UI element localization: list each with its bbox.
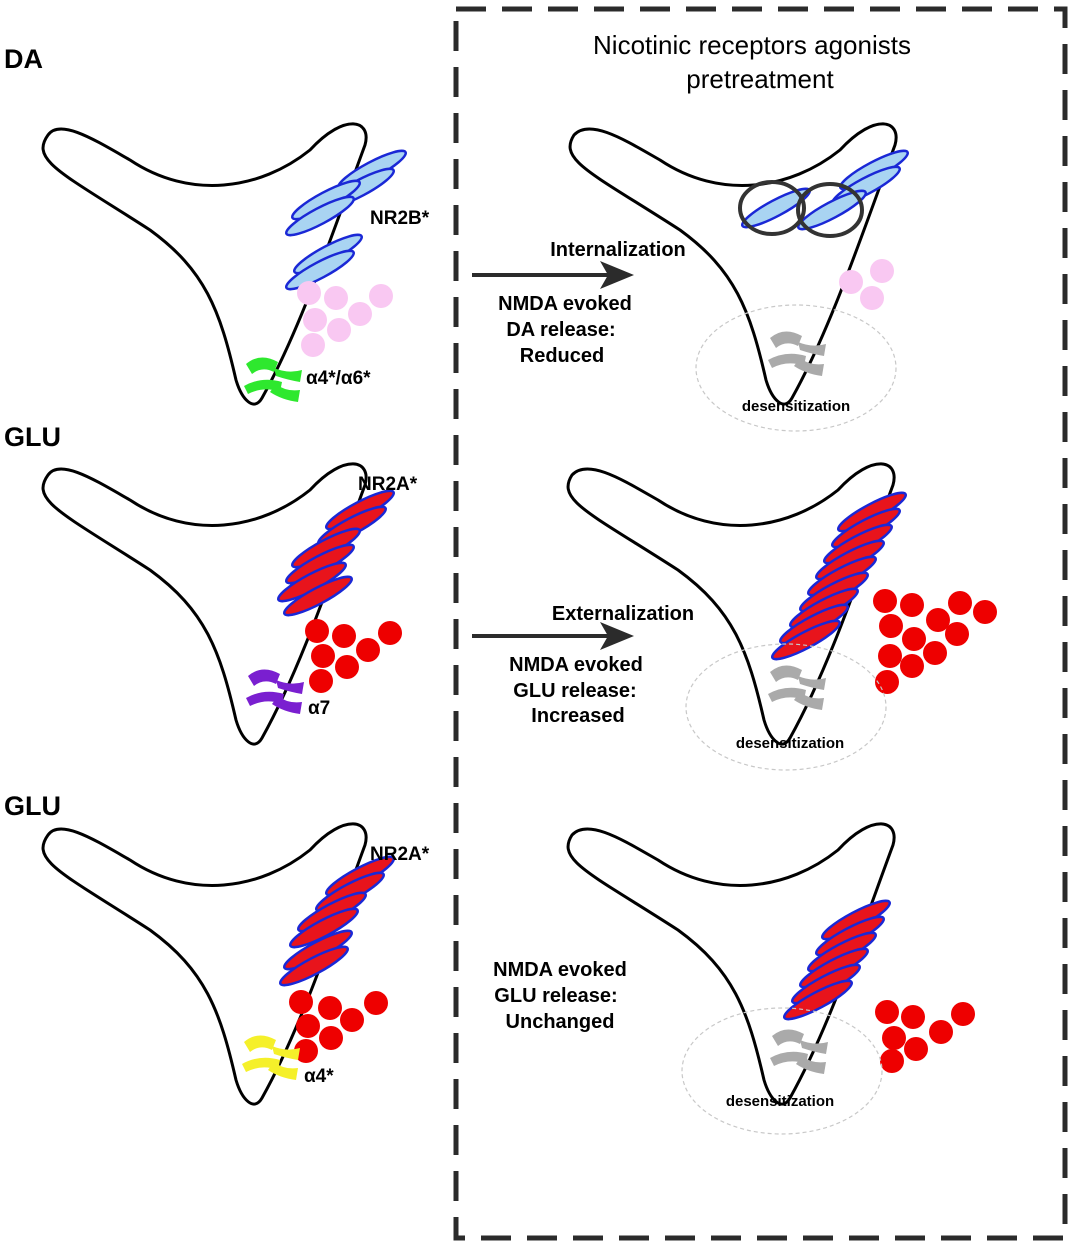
da-vesicle (860, 286, 884, 310)
glu-terminal-control-a7 (41, 462, 368, 746)
alpha4-alpha6-label: α4*/α6* (306, 368, 371, 389)
da-vesicles-control (297, 281, 393, 357)
desensitized-receptor (768, 331, 826, 376)
externalization-arrowhead (600, 622, 634, 650)
glu-vesicle (904, 1037, 928, 1061)
glu-unchanged-line2: GLU release: (494, 985, 617, 1007)
da-effect-line1: NMDA evoked (498, 293, 632, 315)
glu-vesicle (926, 608, 950, 632)
glu-vesicle (332, 624, 356, 648)
glu-vesicles-unchanged (875, 1000, 975, 1073)
glu-vesicle (378, 621, 402, 645)
nr2b-receptors-pretreated (737, 143, 913, 237)
glu-unchanged-line1: NMDA evoked (493, 959, 627, 981)
glu-increased-line1: NMDA evoked (509, 654, 643, 676)
da-vesicle (327, 318, 351, 342)
glu-vesicle (880, 1049, 904, 1073)
row-label-glu-1: GLU (4, 422, 61, 452)
alpha4-label: α4* (304, 1066, 334, 1087)
nr2a-label-a4: NR2A* (370, 844, 430, 865)
glu-vesicle (875, 1000, 899, 1024)
glu-vesicle (364, 991, 388, 1015)
da-vesicle (301, 333, 325, 357)
glu-vesicle (948, 591, 972, 615)
glu-vesicle (340, 1008, 364, 1032)
nr2a-receptors-control-a7 (273, 483, 399, 623)
nr2b-label: NR2B* (370, 208, 430, 229)
glu-vesicles-control-a4 (289, 990, 388, 1063)
glu-vesicle (294, 1039, 318, 1063)
da-vesicle (297, 281, 321, 305)
glu-vesicle (901, 1005, 925, 1029)
panel-title-line1: Nicotinic receptors agonists (593, 30, 911, 60)
glu-vesicle (929, 1020, 953, 1044)
da-vesicles-pretreated (839, 259, 894, 310)
glu-vesicle (945, 622, 969, 646)
glu-unchanged-line3: Unchanged (506, 1011, 615, 1033)
da-vesicle (324, 286, 348, 310)
nr2a-receptors-control-a4 (275, 849, 399, 993)
glu-vesicle (309, 669, 333, 693)
glu-vesicle (296, 1014, 320, 1038)
glu-vesicle (311, 644, 335, 668)
desensitized-receptor (768, 665, 826, 710)
endosome-circle (796, 182, 864, 238)
da-vesicle (348, 302, 372, 326)
glu-vesicle (318, 996, 342, 1020)
glu-vesicle (923, 641, 947, 665)
alpha7-receptor (246, 669, 304, 714)
glu-vesicle (878, 644, 902, 668)
da-effect-line2: DA release: (506, 319, 615, 341)
glu-vesicle (882, 1026, 906, 1050)
nr2a-label-a7: NR2A* (358, 474, 418, 495)
row-label-glu-2: GLU (4, 791, 61, 821)
da-vesicle (303, 308, 327, 332)
da-vesicle (369, 284, 393, 308)
glu-vesicle (879, 614, 903, 638)
glu-vesicle (875, 670, 899, 694)
desensitization-zone (695, 304, 897, 432)
glu-vesicle (951, 1002, 975, 1026)
glu-vesicle (289, 990, 313, 1014)
row-label-da: DA (4, 44, 43, 74)
alpha7-label: α7 (308, 698, 330, 719)
glu-vesicle (356, 638, 380, 662)
da-effect-line3: Reduced (520, 345, 604, 367)
externalization-label: Externalization (552, 603, 694, 625)
glu-increased-line2: GLU release: (513, 680, 636, 702)
glu-vesicles-increased (873, 589, 997, 694)
desensitization-label: desensitization (736, 735, 844, 752)
da-terminal-pretreated (568, 122, 898, 406)
desensitization-zone (681, 1007, 883, 1135)
nr2a-receptors-unchanged (779, 893, 895, 1027)
da-vesicle (870, 259, 894, 283)
nr2a-receptors-externalized (767, 485, 911, 667)
da-vesicle (839, 270, 863, 294)
glu-terminal-pretreated-a7 (566, 462, 896, 746)
glu-vesicle (335, 655, 359, 679)
glu-vesicle (319, 1026, 343, 1050)
glu-vesicle (900, 593, 924, 617)
desensitization-zone (685, 643, 887, 771)
pretreatment-panel-border (453, 6, 1068, 1241)
glu-vesicle (305, 619, 329, 643)
glu-vesicle (902, 627, 926, 651)
glu-increased-line3: Increased (531, 705, 624, 727)
alpha4-receptor (242, 1035, 300, 1080)
endosome-circle (738, 180, 806, 236)
glu-vesicle (900, 654, 924, 678)
desensitization-label: desensitization (742, 398, 850, 415)
panel-title-line2: pretreatment (686, 64, 834, 94)
internalization-label: Internalization (550, 239, 686, 261)
glu-vesicle (973, 600, 997, 624)
internalization-arrowhead (600, 261, 634, 289)
glu-vesicles-control-a7 (305, 619, 402, 693)
glu-vesicle (873, 589, 897, 613)
desensitization-label: desensitization (726, 1093, 834, 1110)
